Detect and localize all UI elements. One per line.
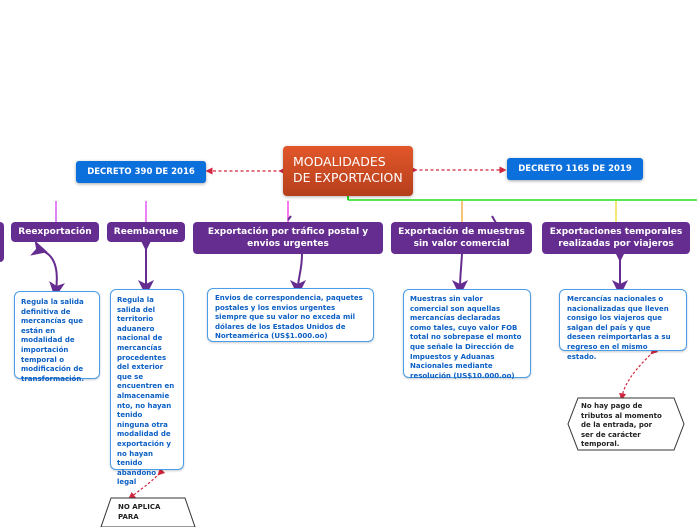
decree-label: DECRETO 1165 DE 2019 [518, 164, 632, 174]
note-line: que señale la Dirección de [410, 342, 515, 351]
note-line: no hayan [117, 449, 153, 458]
note-line: Mercancías nacionales o [567, 295, 664, 303]
note-line: modalidad de [117, 430, 171, 439]
note-line: están en [21, 326, 56, 335]
note-line: salgan del país y que [567, 323, 651, 332]
note-line: nacionalizadas que lleven [567, 304, 669, 313]
category-label: Reexportación [18, 227, 92, 237]
note-line: aduanero [117, 324, 155, 333]
note-line: legal [117, 478, 137, 487]
note-line: tenido [117, 411, 143, 420]
note-line: del exterior [117, 363, 164, 372]
note-line: Norteamérica (US$1.000.oo) [215, 332, 328, 341]
callout-line: NO APLICA [118, 503, 161, 511]
note-line: modalidad de [21, 336, 75, 345]
callout-line: ser de carácter [581, 430, 641, 439]
note-line: Regula la salida [21, 298, 84, 306]
category-postal[interactable]: Exportación por tráfico postal y envios … [193, 222, 383, 254]
note-line: mercancías declaradas [410, 314, 501, 323]
callout-line: de la entrada, por [581, 421, 653, 430]
note-line: Muestras sin valor [410, 295, 483, 303]
callout-line: PARA [118, 512, 139, 521]
note-line: Regula la [117, 296, 154, 304]
note-line: ninguna otra [117, 420, 168, 429]
note-line: transformación. [21, 374, 84, 383]
note-line: procedentes [117, 353, 167, 362]
note-postal[interactable]: Envios de correspondencia, paquetes post… [207, 288, 374, 342]
note-line: deseen reimportarlas a su [567, 333, 671, 342]
note-line: mercancías que [21, 317, 83, 326]
note-line: definitiva de [21, 307, 71, 316]
arrow-reexportacion [30, 240, 65, 298]
arrow-muestras [452, 253, 469, 296]
note-line: nto, no hayan [117, 401, 172, 410]
note-line: almacenamie [117, 391, 170, 400]
note-line: que se [117, 372, 144, 381]
note-line: encuentren en [117, 382, 175, 391]
note-line: modificación de [21, 365, 84, 374]
note-line: tenido [117, 459, 143, 468]
note-line: importación [21, 345, 69, 354]
category-label-line2: realizadas por viajeros [558, 239, 674, 249]
note-line: abandono [117, 468, 157, 477]
hexagon-shape [567, 397, 685, 451]
category-viajeros[interactable]: Exportaciones temporales realizadas por … [542, 222, 690, 254]
note-line: salida del [117, 305, 156, 314]
callout-viajeros[interactable]: No hay pago de tributos al momento de la… [566, 397, 686, 451]
note-line: resolución (US$10.000.oo) [410, 371, 515, 380]
note-line: mercancías [117, 343, 162, 352]
note-line: Envios de correspondencia, paquetes [215, 294, 363, 302]
note-viajeros[interactable]: Mercancías nacionales o nacionalizadas q… [559, 289, 687, 361]
category-label-line1: Exportación de muestras [398, 227, 525, 237]
note-line: siempre que su valor no exceda mil [215, 313, 356, 322]
note-line: Nacionales mediante [410, 362, 493, 371]
note-reembarque[interactable]: Regula la salida del territorio aduanero… [110, 289, 184, 486]
central-topic-line2: DE EXPORTACION [293, 170, 403, 185]
note-line: comercial son aquellas [410, 304, 501, 313]
category-label-line1: Exportación por tráfico postal y [207, 227, 369, 237]
callout-line: tributos al momento [581, 411, 662, 420]
note-line: territorio [117, 315, 154, 324]
category-label-line2: sin valor comercial [413, 239, 510, 249]
note-line: como tales, cuyo valor FOB [410, 323, 518, 332]
decree-390-2016[interactable]: DECRETO 390 DE 2016 [76, 161, 206, 183]
category-label-line1: Exportaciones temporales [549, 227, 683, 237]
category-label: Reembarque [113, 227, 179, 237]
category-label-line2: envios urgentes [247, 239, 329, 249]
note-line: dólares de los Estados Unidos de [215, 322, 346, 331]
callout-line: temporal. [581, 440, 620, 449]
arrow-postal-top [287, 215, 292, 221]
note-line: total no sobrepase el monto [410, 333, 522, 342]
category-muestras[interactable]: Exportación de muestras sin valor comerc… [391, 222, 532, 254]
central-topic[interactable]: MODALIDADES DE EXPORTACION [283, 146, 413, 196]
category-reembarque[interactable]: Reembarque [107, 222, 185, 242]
decree-label: DECRETO 390 DE 2016 [87, 167, 195, 177]
note-line: Impuestos y Aduanas [410, 352, 495, 361]
category-reexportacion[interactable]: Reexportación [11, 222, 99, 242]
note-line: consigo los viajeros que [567, 314, 663, 323]
note-muestras[interactable]: Muestras sin valor comercial son aquella… [403, 289, 531, 380]
note-reexportacion[interactable]: Regula la salida definitiva de mercancía… [14, 291, 100, 383]
note-line: regreso en el mismo estado. [567, 342, 648, 361]
decree-1165-2019[interactable]: DECRETO 1165 DE 2019 [507, 158, 643, 180]
callout-reembarque[interactable]: NO APLICA PARA [100, 497, 196, 527]
category-offscreen-left[interactable] [0, 222, 4, 262]
note-line: exportación y [117, 439, 171, 448]
central-topic-line1: MODALIDADES [293, 154, 386, 169]
note-line: nacional de [117, 334, 163, 343]
arrow-postal [290, 253, 307, 296]
note-line: postales y los envios urgentes [215, 303, 336, 312]
note-line: temporal o [21, 355, 65, 364]
callout-line: No hay pago de [581, 402, 643, 410]
